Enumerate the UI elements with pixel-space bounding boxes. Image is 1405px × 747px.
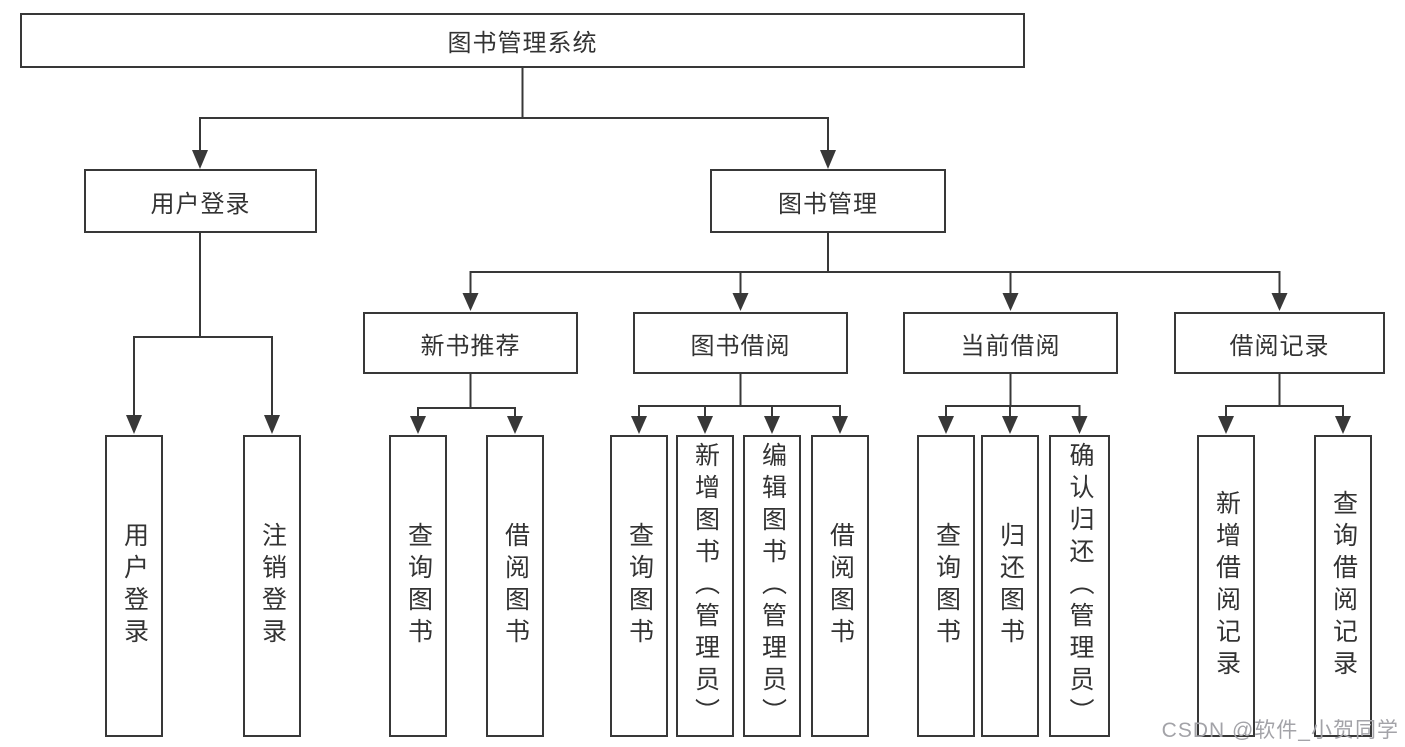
node-current-borrow: 当前借阅 xyxy=(903,312,1118,374)
leaf-borrow-books-recommend: 借阅图书 xyxy=(486,435,544,737)
connector-user-login-to-leaves xyxy=(126,233,280,434)
leaf-add-borrow-record-label: 新增借阅记录 xyxy=(1212,490,1241,682)
connector-new-book-to-leaves xyxy=(410,374,523,434)
leaf-borrow-books-label: 借阅图书 xyxy=(826,522,855,650)
leaf-return-book-label: 归还图书 xyxy=(996,522,1025,650)
leaf-query-books-current-label: 查询图书 xyxy=(932,522,961,650)
leaf-user-login: 用户登录 xyxy=(105,435,163,737)
leaf-borrow-books-recommend-label: 借阅图书 xyxy=(501,522,530,650)
leaf-query-books-borrow-label: 查询图书 xyxy=(625,522,654,650)
leaf-query-borrow-record-label: 查询借阅记录 xyxy=(1329,490,1358,682)
leaf-borrow-books: 借阅图书 xyxy=(811,435,869,737)
csdn-watermark: CSDN @软件_小贺同学 xyxy=(1161,719,1399,742)
node-book-borrow-label: 图书借阅 xyxy=(690,332,791,360)
leaf-query-books-borrow: 查询图书 xyxy=(610,435,668,737)
node-book-management: 图书管理 xyxy=(710,169,946,233)
leaf-query-borrow-record: 查询借阅记录 xyxy=(1314,435,1372,737)
node-user-login: 用户登录 xyxy=(84,169,317,233)
leaf-return-book: 归还图书 xyxy=(981,435,1039,737)
leaf-edit-book-admin: 编辑图书（管理员） xyxy=(743,435,801,737)
node-new-book-recommend-label: 新书推荐 xyxy=(420,332,521,360)
leaf-confirm-return-admin-label: 确认归还（管理员） xyxy=(1066,442,1094,730)
node-root: 图书管理系统 xyxy=(20,13,1025,68)
leaf-confirm-return-admin: 确认归还（管理员） xyxy=(1049,435,1110,737)
connector-records-to-leaves xyxy=(1218,374,1351,434)
node-current-borrow-label: 当前借阅 xyxy=(960,332,1061,360)
leaf-query-books-recommend: 查询图书 xyxy=(389,435,447,737)
node-book-management-label: 图书管理 xyxy=(778,190,878,218)
node-user-login-label: 用户登录 xyxy=(150,190,251,218)
leaf-logout: 注销登录 xyxy=(243,435,301,737)
connector-book-mgmt-to-level3 xyxy=(462,233,1288,311)
leaf-edit-book-admin-label: 编辑图书（管理员） xyxy=(758,442,787,730)
leaf-add-book-admin-label: 新增图书（管理员） xyxy=(691,442,720,730)
node-new-book-recommend: 新书推荐 xyxy=(363,312,578,374)
node-book-borrow: 图书借阅 xyxy=(633,312,848,374)
leaf-user-login-label: 用户登录 xyxy=(120,522,149,650)
node-borrow-records: 借阅记录 xyxy=(1174,312,1385,374)
node-root-label: 图书管理系统 xyxy=(447,30,598,57)
leaf-add-book-admin: 新增图书（管理员） xyxy=(676,435,734,737)
connector-current-borrow-to-leaves xyxy=(938,374,1088,434)
leaf-query-books-recommend-label: 查询图书 xyxy=(404,522,433,650)
connector-root-to-level2 xyxy=(192,68,836,169)
leaf-query-books-current: 查询图书 xyxy=(917,435,975,737)
connector-book-borrow-to-leaves xyxy=(631,374,848,434)
leaf-logout-label: 注销登录 xyxy=(258,522,287,650)
node-borrow-records-label: 借阅记录 xyxy=(1229,332,1330,360)
leaf-add-borrow-record: 新增借阅记录 xyxy=(1197,435,1255,737)
